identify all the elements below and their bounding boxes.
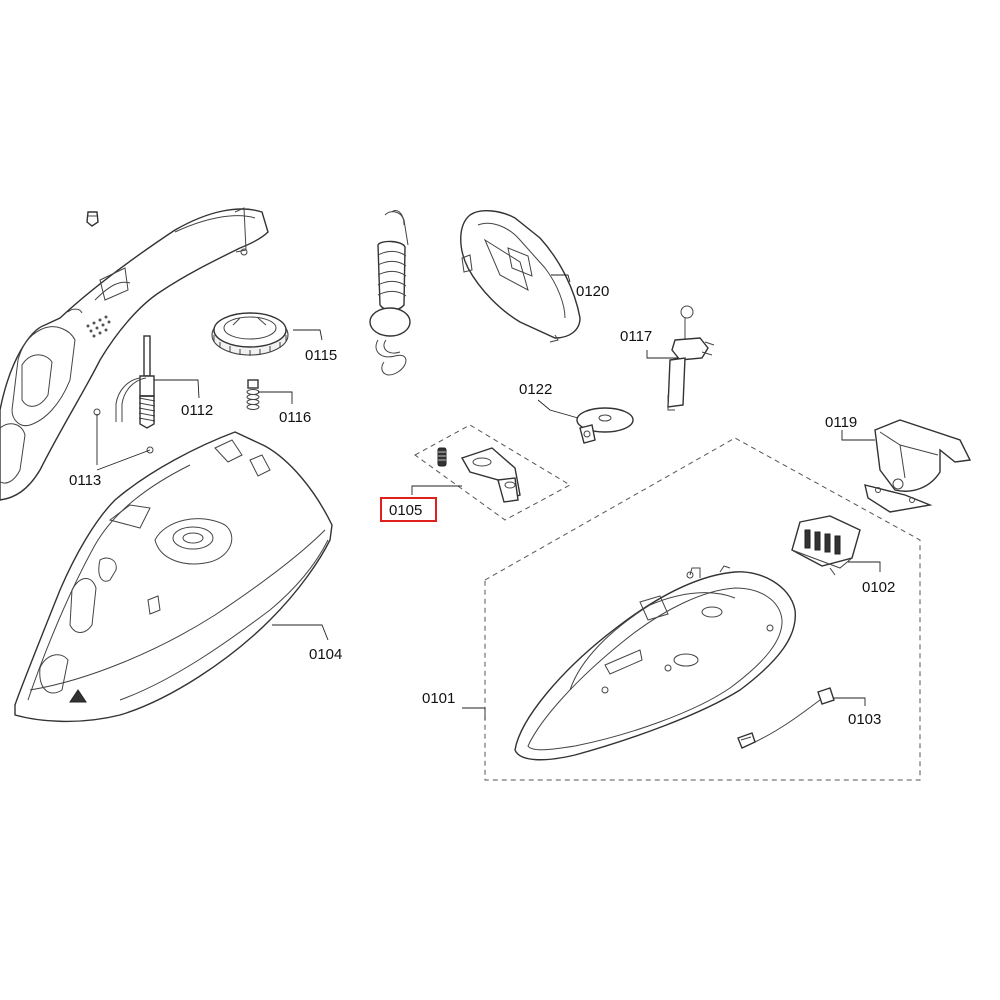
spring-0116 xyxy=(246,379,260,410)
label-0104: 0104 xyxy=(309,646,342,663)
leader-lines xyxy=(96,274,881,720)
label-0117: 0117 xyxy=(620,328,652,345)
highlight-box-0105 xyxy=(380,497,437,522)
label-0102: 0102 xyxy=(862,579,895,596)
soleplate-0101 xyxy=(514,565,796,761)
bracket-0119 xyxy=(864,419,972,513)
label-0115: 0115 xyxy=(305,347,337,364)
label-0103: 0103 xyxy=(848,711,881,728)
group-outline-0101 xyxy=(484,437,921,781)
label-0105: 0105 xyxy=(389,502,422,519)
housing-0104 xyxy=(14,431,333,723)
rod-0112 xyxy=(115,335,156,429)
label-0122: 0122 xyxy=(519,381,552,398)
lever-0105 xyxy=(437,447,521,503)
label-0116: 0116 xyxy=(279,409,311,426)
wire-0103 xyxy=(737,687,835,749)
label-0113: 0113 xyxy=(69,472,101,489)
thermostat-0117 xyxy=(667,305,715,411)
terminal-block-0102 xyxy=(791,515,861,576)
small-cap-part xyxy=(86,211,99,227)
handle-housing xyxy=(0,207,269,501)
power-cord xyxy=(369,210,411,376)
label-0119: 0119 xyxy=(825,414,857,431)
label-0101: 0101 xyxy=(422,690,455,707)
label-0112: 0112 xyxy=(181,402,213,419)
plate-0122 xyxy=(576,407,634,444)
group-outline-0105 xyxy=(414,424,572,521)
label-0120: 0120 xyxy=(576,283,609,300)
rear-cover-0120 xyxy=(460,210,581,343)
dial-0115 xyxy=(211,312,289,356)
